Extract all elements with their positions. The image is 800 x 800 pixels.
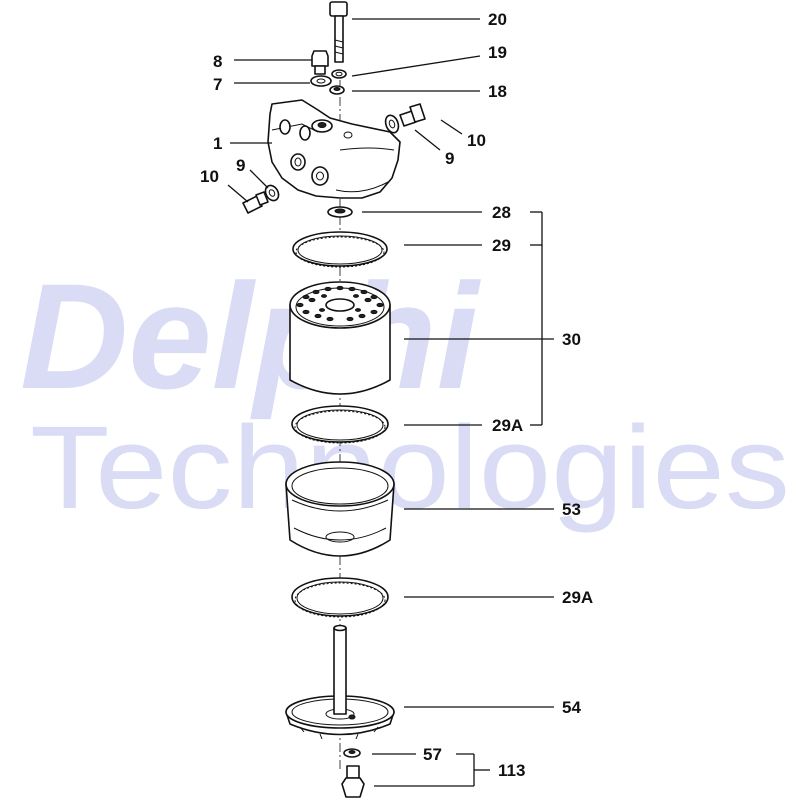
plug-part-10-left	[242, 191, 269, 214]
plug-part-8	[311, 50, 329, 75]
callout-28: 28	[492, 203, 511, 222]
callout-7: 7	[213, 75, 222, 94]
drain-plug	[341, 765, 365, 798]
filter-head-part-1	[267, 99, 401, 199]
watermark-subtitle: Technologies	[30, 402, 790, 534]
base-part-54	[285, 624, 395, 740]
bowl-part-53	[285, 461, 395, 557]
callout-8: 8	[213, 52, 222, 71]
seal-part-28	[327, 206, 353, 218]
sealing-ring-part-29a-lower	[291, 577, 389, 618]
sealing-ring-part-29	[292, 231, 388, 268]
callout-19: 19	[488, 43, 507, 62]
callout-9-right: 9	[445, 149, 454, 168]
leader-lines	[227, 18, 554, 787]
callout-29: 29	[492, 236, 511, 255]
bolt-part-20	[329, 1, 348, 63]
washer-part-9-right	[384, 114, 400, 134]
callout-57: 57	[423, 745, 442, 764]
callout-20: 20	[488, 10, 507, 29]
washer-part-7	[310, 75, 332, 87]
filter-element-part-30	[289, 281, 391, 395]
callout-10-left: 10	[200, 167, 219, 186]
callout-10-right: 10	[467, 131, 486, 150]
plug-part-10-right	[399, 103, 426, 127]
callout-1: 1	[213, 134, 222, 153]
washer-part-19	[331, 69, 347, 79]
watermark-brand: Delphi	[20, 252, 482, 420]
sealing-ring-part-29a-upper	[291, 405, 389, 444]
callout-29a-upper: 29A	[492, 416, 523, 435]
callout-113: 113	[498, 761, 525, 780]
callout-53: 53	[562, 500, 581, 519]
callout-18: 18	[488, 82, 507, 101]
callout-29a-lower: 29A	[562, 588, 593, 607]
filter-holes	[296, 285, 384, 322]
washer-part-9-left	[264, 184, 280, 202]
callout-30: 30	[562, 330, 581, 349]
callout-9-left: 9	[236, 156, 245, 175]
washer-part-57	[343, 748, 361, 758]
seal-part-18	[329, 85, 345, 95]
callout-54: 54	[562, 698, 581, 717]
